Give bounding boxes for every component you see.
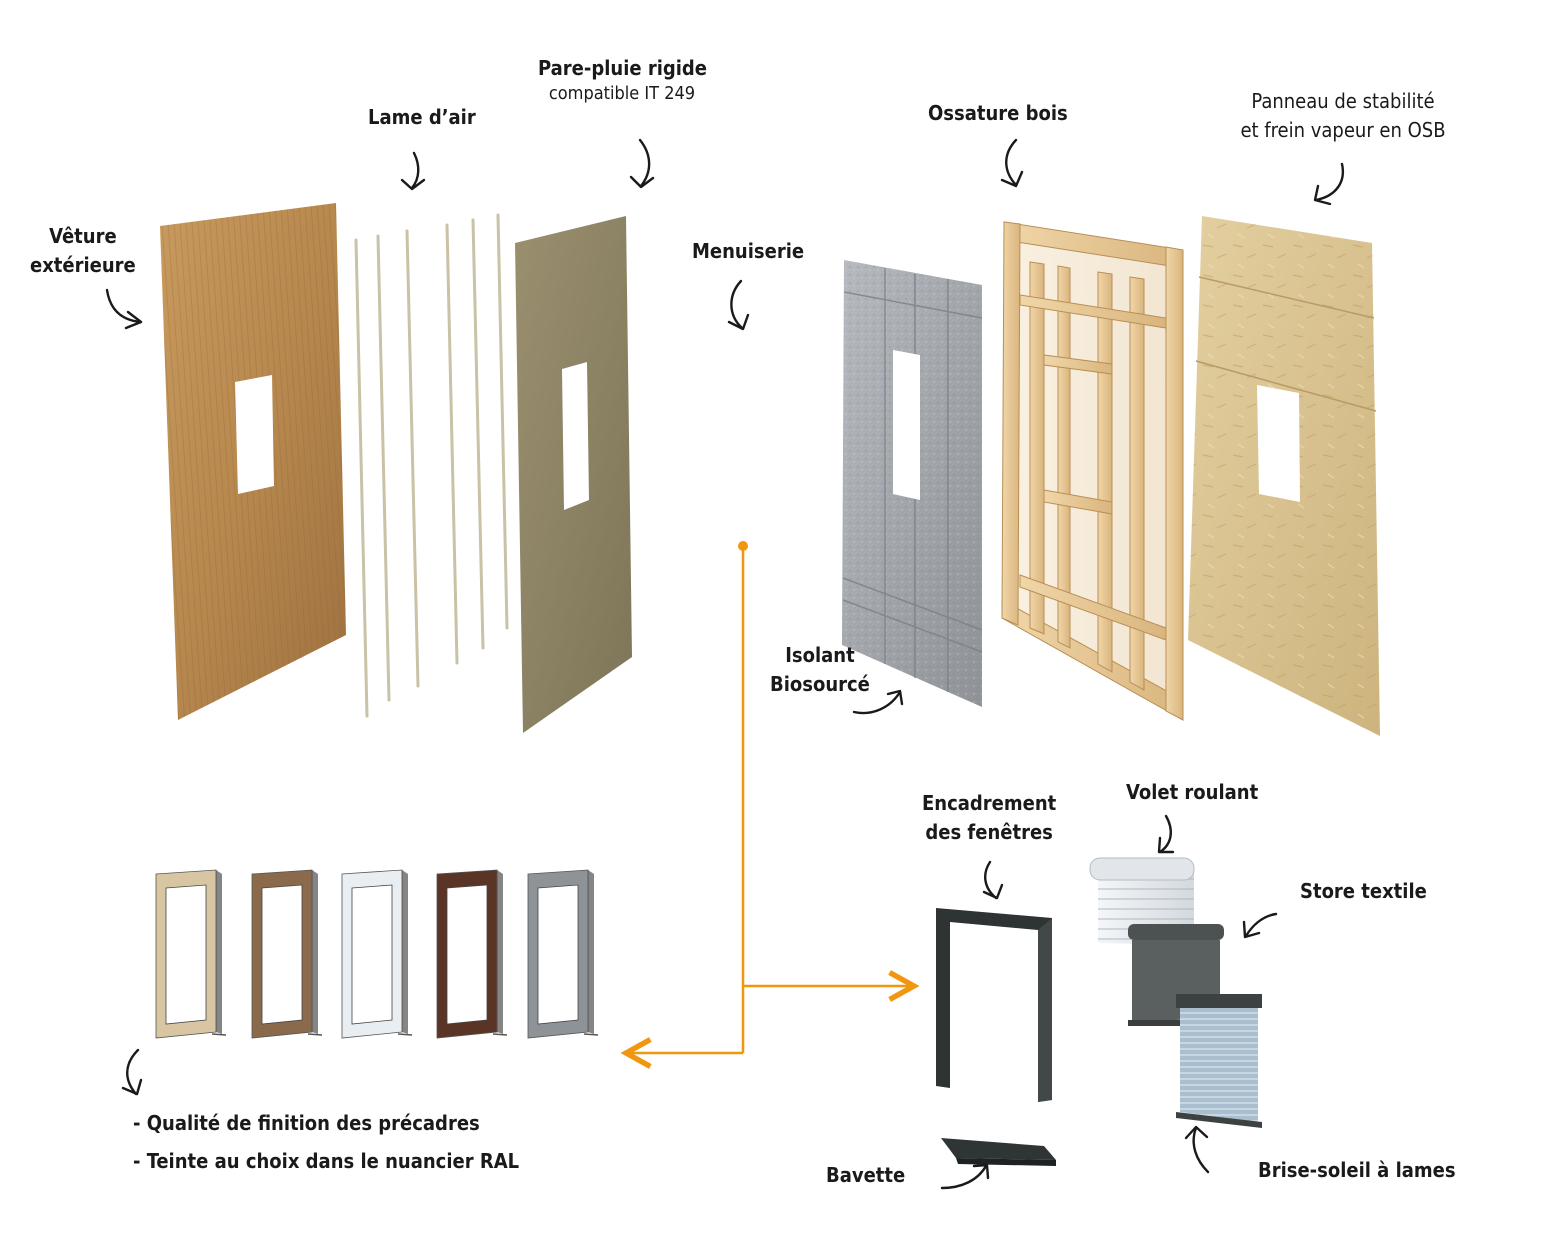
pointer-pare-pluie-icon: [629, 138, 655, 189]
pointer-menuiserie-icon: [727, 279, 750, 331]
label-isolant-line2: Biosourcé: [770, 672, 870, 696]
label-encadrement-line2: des fenêtres: [925, 820, 1053, 844]
label-ossature: Ossature bois: [928, 101, 1068, 125]
label-lame-air: Lame d’air: [368, 105, 476, 129]
connector-origin-dot: [738, 541, 748, 551]
label-store: Store textile: [1300, 879, 1427, 903]
pointer-veture-icon: [105, 288, 143, 330]
label-encadrement-line1: Encadrement: [922, 791, 1057, 815]
pointer-store-icon: [1242, 912, 1278, 939]
pointer-encadrement-icon: [982, 860, 1004, 900]
label-veture-line1: Vêture: [49, 224, 117, 248]
window-finish-beige: [155, 869, 227, 1039]
menuiserie-connector: [626, 541, 914, 1053]
label-pare-pluie-title: Pare-pluie rigide: [538, 56, 707, 80]
timber-frame: [1001, 221, 1184, 721]
pointer-bavette-icon: [940, 1163, 990, 1190]
label-panneau-line1: Panneau de stabilité: [1251, 89, 1435, 113]
osb-panel: [1188, 216, 1380, 736]
pointer-panneau-icon: [1313, 162, 1345, 206]
finishes-notes: - Qualité de finition des précadres - Te…: [133, 1104, 519, 1180]
biobased-insulation-panel: [842, 260, 983, 707]
pointer-ossature-icon: [1000, 138, 1024, 188]
pointer-finishes-icon: [121, 1048, 143, 1096]
window-finish-oak: [251, 869, 323, 1039]
pointer-arrows: [105, 138, 1345, 1190]
label-veture: Vêture extérieure: [30, 222, 136, 280]
window-finish-white: [341, 869, 413, 1039]
label-isolant: Isolant Biosourcé: [770, 641, 870, 699]
exterior-cladding-panel: [160, 203, 346, 720]
pointer-lame-air-icon: [400, 151, 426, 191]
label-veture-line2: extérieure: [30, 253, 136, 277]
window-finish-walnut: [436, 869, 508, 1039]
label-panneau: Panneau de stabilité et frein vapeur en …: [1232, 87, 1454, 145]
pointer-volet-icon: [1157, 814, 1175, 854]
window-finishes-row: [155, 869, 599, 1039]
label-pare-pluie-sub: compatible IT 249: [548, 83, 696, 104]
rain-screen-panel: [515, 216, 632, 733]
window-sill-bavette: [941, 1138, 1056, 1166]
note-finish-quality: - Qualité de finition des précadres: [133, 1111, 480, 1135]
label-pare-pluie: Pare-pluie rigide compatible IT 249: [538, 54, 707, 105]
window-surround-frame: [936, 908, 1052, 1102]
label-menuiserie: Menuiserie: [692, 239, 805, 263]
label-isolant-line1: Isolant: [785, 643, 855, 667]
air-gap-battens: [354, 213, 509, 718]
label-brise-soleil: Brise-soleil à lames: [1258, 1158, 1456, 1182]
pointer-brise-soleil-icon: [1184, 1125, 1210, 1174]
label-volet: Volet roulant: [1126, 780, 1259, 804]
window-finish-grey: [527, 869, 599, 1039]
louvred-sun-shade: [1176, 994, 1262, 1128]
pointer-isolant-icon: [852, 689, 904, 715]
note-ral-color: - Teinte au choix dans le nuancier RAL: [133, 1149, 520, 1173]
label-encadrement: Encadrement des fenêtres: [922, 789, 1056, 847]
label-bavette: Bavette: [826, 1163, 906, 1187]
label-panneau-line2: et frein vapeur en OSB: [1240, 118, 1446, 142]
